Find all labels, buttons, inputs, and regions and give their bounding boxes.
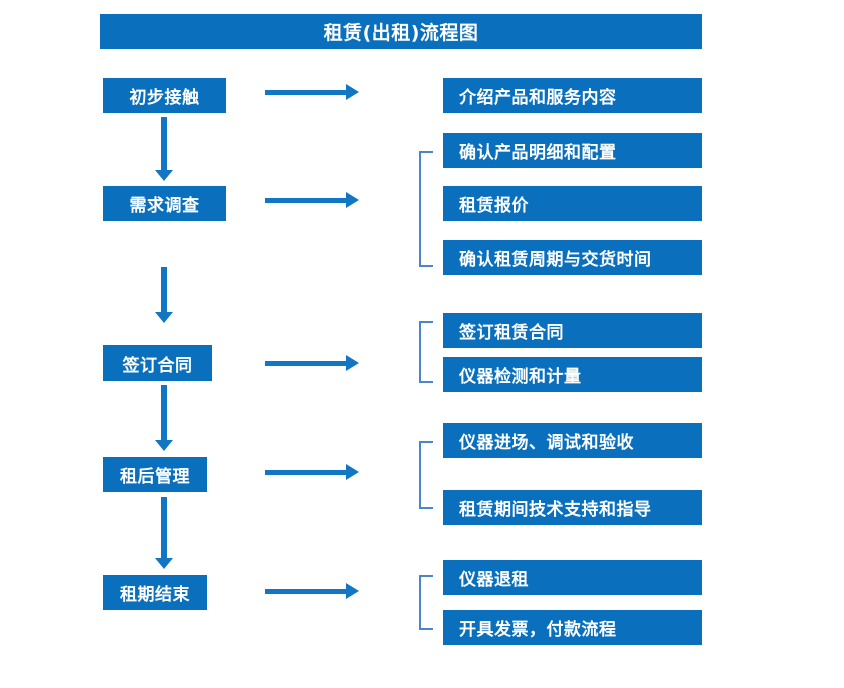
detail-box-3-1[interactable]: 签订租赁合同 xyxy=(443,313,702,348)
arrow-head xyxy=(346,583,359,599)
arrow-shaft xyxy=(265,361,346,366)
stage-box-2[interactable]: 需求调查 xyxy=(103,186,226,221)
arrow-right-icon-1 xyxy=(265,84,359,100)
diagram-title: 租赁(出租)流程图 xyxy=(100,14,702,49)
arrow-shaft xyxy=(265,198,346,203)
arrow-head xyxy=(155,312,173,323)
arrow-head xyxy=(155,558,173,569)
arrow-shaft xyxy=(265,589,346,594)
detail-box-2-3[interactable]: 确认租赁周期与交货时间 xyxy=(443,240,702,275)
arrow-right-icon-4 xyxy=(265,464,359,480)
detail-box-4-2[interactable]: 租赁期间技术支持和指导 xyxy=(443,490,702,525)
arrow-head xyxy=(346,84,359,100)
detail-box-3-2[interactable]: 仪器检测和计量 xyxy=(443,357,702,392)
arrow-head xyxy=(155,440,173,451)
arrow-right-icon-5 xyxy=(265,583,359,599)
arrow-shaft xyxy=(161,385,167,440)
detail-box-4-1[interactable]: 仪器进场、调试和验收 xyxy=(443,423,702,458)
stage-box-3[interactable]: 签订合同 xyxy=(103,345,212,381)
arrow-right-icon-2 xyxy=(265,192,359,208)
square-bracket-icon-5 xyxy=(419,575,433,630)
stage-box-5[interactable]: 租期结束 xyxy=(103,575,207,610)
arrow-shaft xyxy=(265,90,346,95)
detail-box-2-2[interactable]: 租赁报价 xyxy=(443,186,702,221)
arrow-down-icon-3 xyxy=(155,385,173,451)
arrow-down-icon-1 xyxy=(155,117,173,181)
arrow-shaft xyxy=(161,267,167,312)
square-bracket-icon-3 xyxy=(419,321,433,383)
arrow-shaft xyxy=(265,470,346,475)
detail-box-5-1[interactable]: 仪器退租 xyxy=(443,560,702,595)
arrow-shaft xyxy=(161,117,167,170)
square-bracket-icon-4 xyxy=(419,441,433,509)
detail-box-5-2[interactable]: 开具发票，付款流程 xyxy=(443,610,702,645)
arrow-head xyxy=(346,464,359,480)
stage-box-4[interactable]: 租后管理 xyxy=(103,457,207,492)
arrow-down-icon-4 xyxy=(155,497,173,569)
detail-box-1-1[interactable]: 介绍产品和服务内容 xyxy=(443,78,702,113)
arrow-shaft xyxy=(161,497,167,558)
arrow-head xyxy=(346,355,359,371)
stage-box-1[interactable]: 初步接触 xyxy=(103,78,226,113)
arrow-right-icon-3 xyxy=(265,355,359,371)
arrow-head xyxy=(346,192,359,208)
detail-box-2-1[interactable]: 确认产品明细和配置 xyxy=(443,133,702,168)
square-bracket-icon-2 xyxy=(419,151,433,267)
arrow-head xyxy=(155,170,173,181)
arrow-down-icon-2 xyxy=(155,267,173,323)
